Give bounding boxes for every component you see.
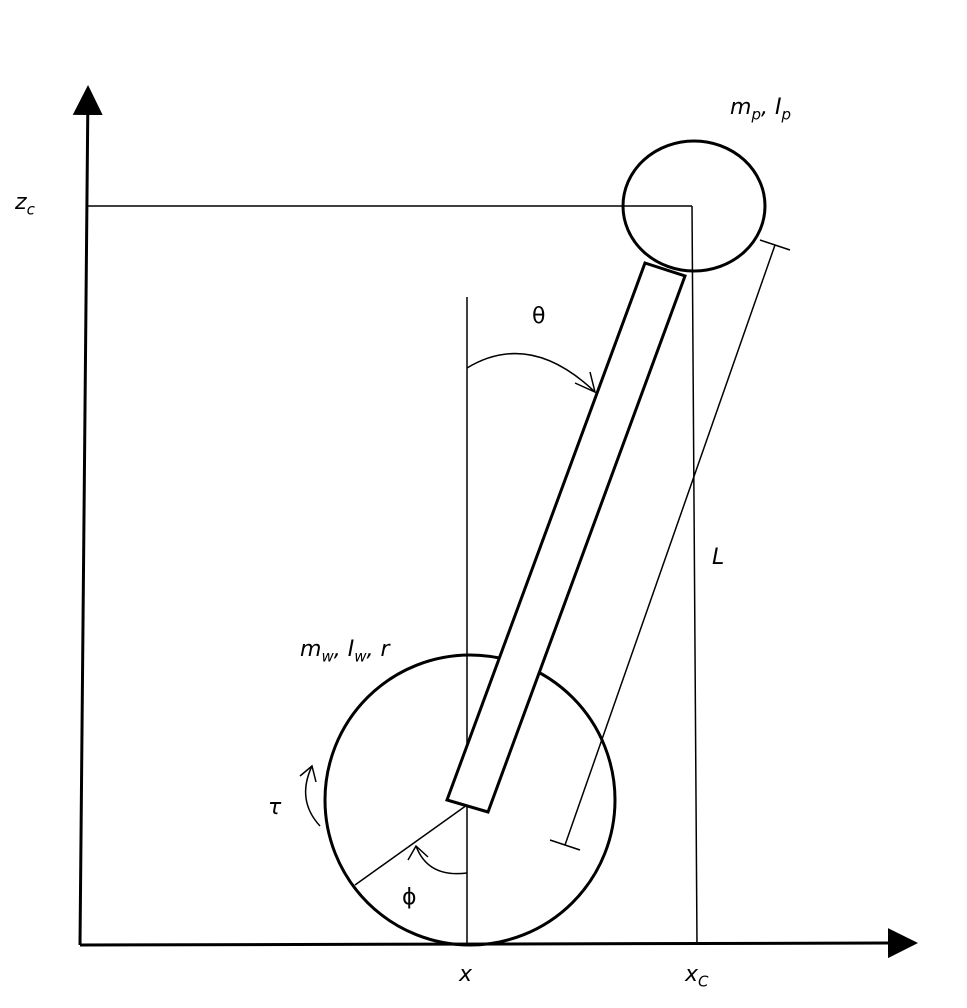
wheel-radius-line	[354, 804, 468, 886]
pendulum-mass-label: mp, Ip	[730, 95, 791, 124]
xc-label: xC	[685, 962, 709, 991]
length-tick-bottom	[549, 839, 581, 851]
zc-label: zc	[15, 190, 35, 219]
theta-arrowhead	[574, 371, 597, 394]
theta-label: θ	[532, 304, 546, 329]
wheel-label: mw, Iw, r	[300, 637, 390, 666]
theta-arc	[466, 352, 596, 393]
pendulum-mass	[621, 139, 767, 273]
phi-arrowhead	[407, 844, 429, 861]
xc-guide-line	[691, 205, 698, 946]
length-tick-top	[759, 239, 791, 251]
tau-arc	[304, 765, 321, 827]
wheel	[323, 653, 617, 947]
length-dimension-line	[564, 244, 776, 846]
x-axis	[79, 928, 918, 959]
pendulum-rod	[445, 261, 687, 814]
tau-label: τ	[268, 795, 282, 820]
length-label: L	[712, 545, 725, 570]
tau-arrowhead	[299, 764, 317, 783]
phi-label: ϕ	[402, 885, 417, 910]
z-axis	[72, 85, 103, 946]
x-label: x	[459, 962, 473, 987]
phi-arc	[415, 845, 468, 875]
